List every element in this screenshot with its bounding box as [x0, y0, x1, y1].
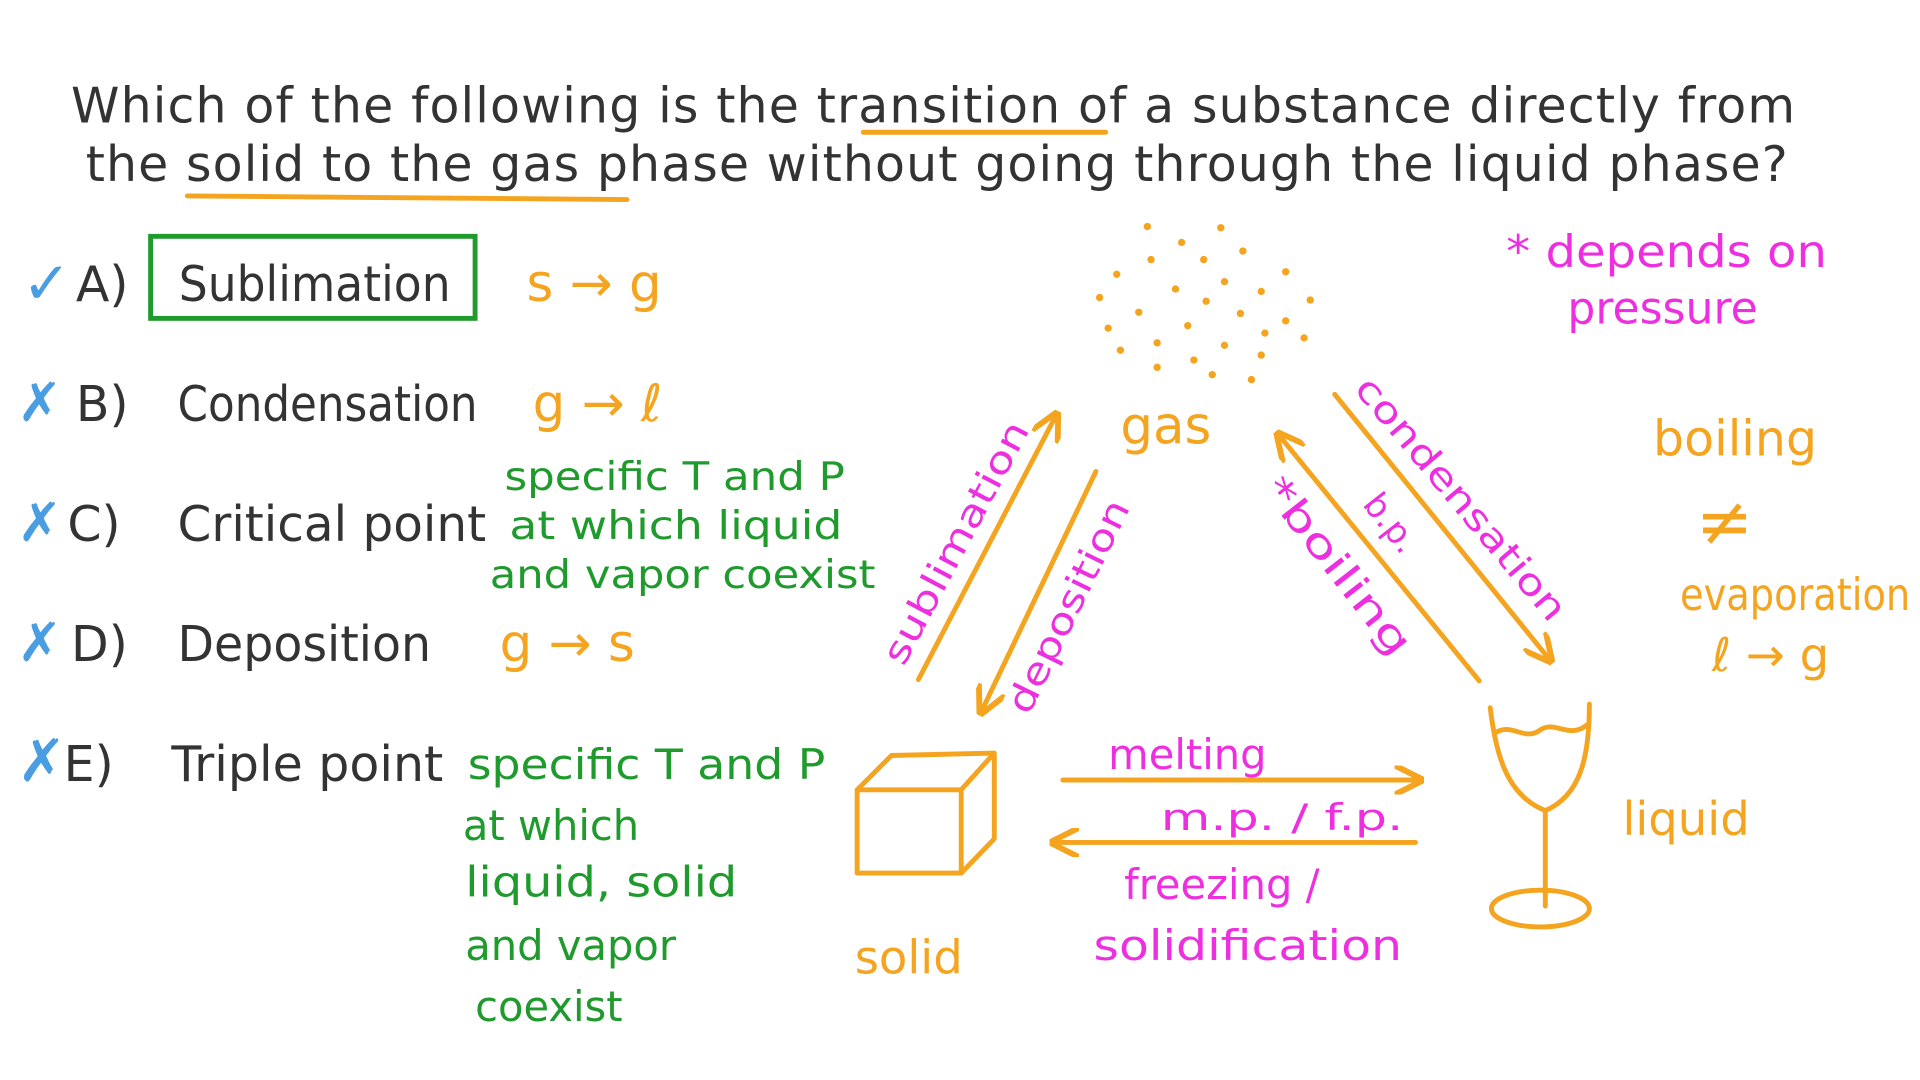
boiling-arrow — [1280, 436, 1482, 684]
option-c[interactable]: ✗ C) Critical point specific T and P at … — [17, 455, 875, 598]
option-d[interactable]: ✗ D) Deposition g → s — [17, 611, 635, 674]
check-icon: ✓ — [22, 249, 71, 318]
not-equal-icon: ≠ — [1696, 482, 1753, 562]
note-line: specific T and P — [468, 740, 826, 789]
liquid-label: liquid — [1622, 792, 1749, 846]
option-label: Triple point — [170, 736, 443, 793]
question-line-2: the solid to the gas phase without going… — [86, 136, 1788, 193]
note-line: specific T and P — [504, 455, 844, 500]
gas-particles-icon — [1095, 222, 1314, 384]
option-label: Condensation — [178, 376, 478, 433]
note-line: and vapor — [465, 921, 677, 970]
freezing-label: freezing / — [1124, 860, 1321, 909]
solid-label: solid — [855, 930, 963, 984]
option-e[interactable]: ✗ E) Triple point specific T and P at wh… — [17, 726, 825, 1031]
liquid-glass-icon — [1487, 701, 1592, 930]
option-b[interactable]: ✗ B) Condensation g → ℓ — [17, 371, 662, 434]
pressure-note: pressure — [1567, 283, 1757, 334]
option-a[interactable]: ✓ A) Sublimation s → g — [22, 233, 662, 321]
option-formula: s → g — [527, 254, 662, 314]
note-line: liquid, solid — [465, 857, 737, 906]
underline-solid-to-gas — [184, 193, 630, 203]
option-label: Sublimation — [179, 256, 451, 313]
answer-box — [148, 233, 478, 321]
option-letter: A) — [76, 256, 129, 313]
option-letter: B) — [76, 376, 129, 433]
boiling-note: boiling — [1653, 411, 1817, 468]
evaporation-formula: ℓ → g — [1711, 628, 1829, 682]
option-label: Critical point — [178, 496, 487, 553]
cross-icon: ✗ — [17, 611, 62, 674]
note-line: at which — [463, 801, 639, 850]
question-line-1: Which of the following is the transition… — [71, 77, 1795, 134]
cross-icon: ✗ — [17, 371, 62, 434]
note-line: coexist — [475, 982, 622, 1031]
melting-freezing-point-label: m.p. / f.p. — [1161, 796, 1403, 839]
sublimation-arrow — [915, 416, 1055, 683]
option-label: Deposition — [178, 616, 431, 673]
note-line: and vapor coexist — [490, 553, 876, 598]
sublimation-label: sublimation — [874, 414, 1038, 672]
option-letter: E) — [64, 736, 114, 793]
condensation-arrow — [1332, 391, 1549, 658]
solid-cube-icon — [854, 750, 997, 876]
melting-label: melting — [1108, 730, 1266, 779]
option-formula: g → ℓ — [533, 374, 663, 434]
cross-icon: ✗ — [17, 491, 62, 554]
option-letter: D) — [71, 616, 128, 673]
cross-icon: ✗ — [17, 726, 66, 795]
depends-on-pressure-note: * depends on — [1506, 227, 1827, 278]
option-letter: C) — [67, 496, 120, 553]
option-formula: g → s — [500, 614, 635, 674]
solidification-label: solidification — [1093, 921, 1402, 970]
deposition-arrow — [982, 468, 1099, 710]
evaporation-note: evaporation — [1680, 570, 1910, 621]
note-line: at which liquid — [509, 504, 842, 549]
gas-label: gas — [1120, 396, 1211, 456]
